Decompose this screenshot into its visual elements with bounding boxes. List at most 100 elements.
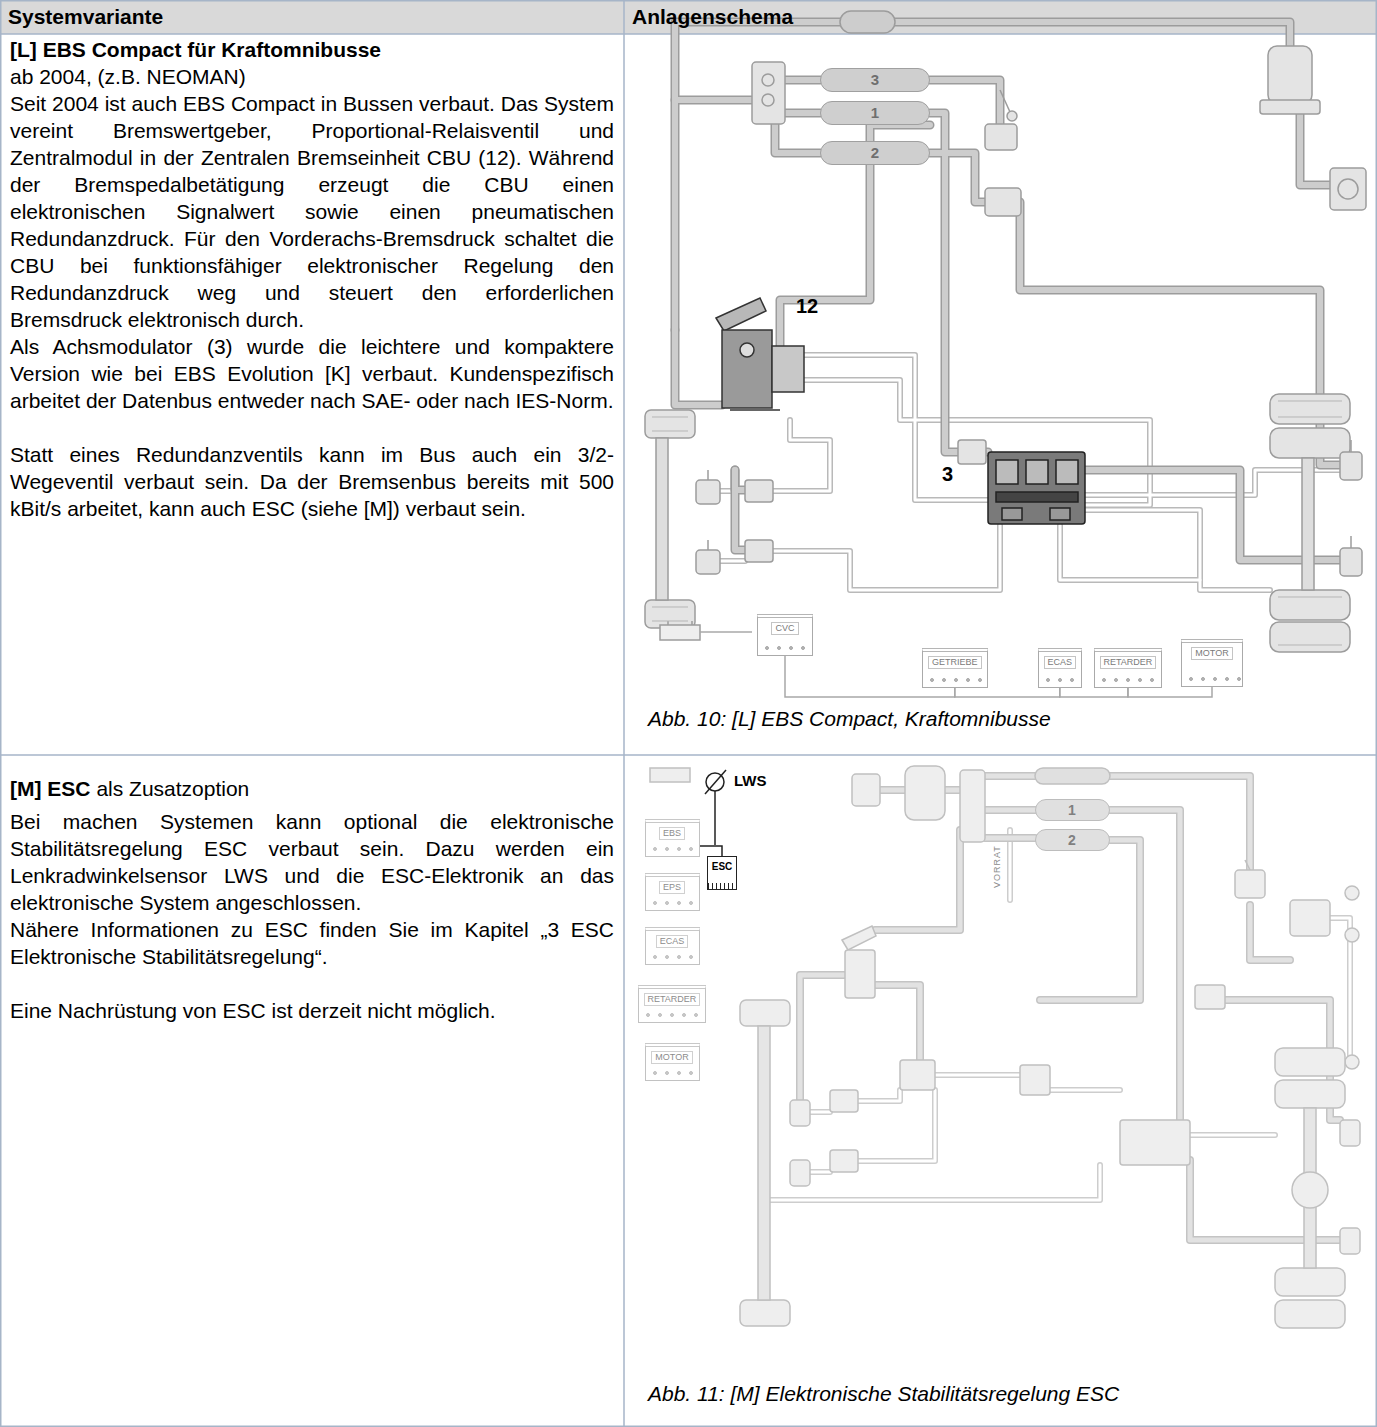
variant-date: ab 2004, (z.B. NEOMAN) — [10, 63, 614, 90]
component — [740, 1000, 790, 1026]
control-unit: CVC — [757, 614, 813, 656]
component — [745, 540, 773, 562]
component — [1302, 458, 1314, 590]
component — [1035, 768, 1110, 784]
bus-connector — [1060, 688, 1128, 697]
component — [650, 766, 1360, 1328]
component — [1275, 1080, 1345, 1108]
component — [1350, 536, 1352, 548]
sensor-wire — [714, 791, 716, 845]
component — [1260, 100, 1320, 114]
central-brake-unit — [772, 346, 804, 392]
component — [1330, 168, 1366, 210]
central-brake-unit — [716, 298, 766, 331]
control-unit: MOTOR — [645, 1043, 700, 1081]
component — [1270, 428, 1350, 458]
central-brake-unit — [730, 409, 780, 411]
component — [1275, 1268, 1345, 1296]
air-line — [800, 776, 1340, 1240]
component — [900, 1060, 935, 1090]
control-unit: RETARDER — [1094, 648, 1163, 688]
component — [790, 1100, 810, 1126]
box-label: MOTOR — [651, 1051, 692, 1064]
component — [645, 410, 695, 438]
pattern-stripes — [652, 607, 688, 608]
body-paragraph: Statt eines Redundanzventils kann im Bus… — [10, 441, 614, 522]
callout-number: 12 — [796, 294, 818, 318]
pattern-stripes — [1278, 401, 1342, 402]
reservoir: 1 — [1035, 799, 1110, 821]
box-label: ESC — [712, 861, 733, 873]
component — [1340, 452, 1362, 480]
component — [650, 768, 690, 782]
bus-wire — [700, 631, 752, 633]
bus-connector — [955, 688, 1060, 697]
variant-heading: [L] EBS Compact für Kraftomnibusse — [10, 36, 614, 63]
component — [745, 480, 773, 502]
component — [696, 480, 720, 504]
component — [1120, 1120, 1190, 1165]
component — [1268, 46, 1312, 104]
component — [740, 1300, 790, 1326]
component — [845, 950, 875, 998]
air-line — [770, 830, 1350, 1200]
air-line — [770, 830, 1350, 1200]
component — [752, 62, 785, 124]
schematic-abb10 — [645, 11, 1366, 652]
component — [660, 625, 700, 640]
box-label: CVC — [771, 622, 798, 635]
component — [762, 94, 774, 106]
table-grid — [0, 0, 1377, 34]
component — [691, 621, 693, 625]
air-line — [800, 776, 1340, 1240]
component — [707, 470, 709, 480]
axle-modulator — [1050, 508, 1070, 520]
axle-modulator — [1002, 508, 1022, 520]
control-unit: MOTOR — [1181, 639, 1243, 687]
component — [1007, 111, 1017, 121]
box-label: ECAS — [656, 935, 689, 948]
pattern-stripes — [1278, 597, 1342, 598]
body-paragraph: Als Achsmodulator (3) wurde die leichter… — [10, 333, 614, 414]
sensor-label: LWS — [734, 772, 767, 790]
component — [1292, 1172, 1328, 1208]
component — [960, 770, 985, 842]
reservoir: 3 — [820, 68, 930, 92]
pattern-stripes — [652, 621, 688, 622]
box-label: 2 — [871, 144, 879, 162]
schematic-abb11 — [650, 766, 1360, 1328]
component — [905, 766, 945, 820]
component — [1020, 1065, 1050, 1095]
component — [1340, 548, 1362, 576]
component — [1275, 1300, 1345, 1328]
component — [758, 1026, 770, 1300]
component — [1275, 1048, 1345, 1076]
pattern-stripes — [1278, 417, 1342, 418]
component — [1345, 928, 1359, 942]
component — [1000, 90, 1010, 112]
box-label: 1 — [1068, 802, 1076, 818]
component — [707, 540, 709, 550]
table-grid — [0, 754, 1377, 756]
sensor-wire — [705, 770, 726, 845]
box-label: 2 — [1068, 832, 1076, 848]
air-line — [720, 355, 1340, 590]
component — [1350, 440, 1352, 452]
bus-connector — [1128, 687, 1212, 697]
box-label: EPS — [659, 881, 685, 894]
central-brake-unit — [740, 343, 754, 357]
box-label: MOTOR — [1191, 647, 1232, 660]
component — [1270, 622, 1350, 652]
component — [985, 188, 1021, 216]
component — [840, 11, 895, 33]
body-paragraph: Eine Nachrüstung von ESC ist derzeit nic… — [10, 997, 614, 1024]
central-brake-unit — [722, 330, 772, 408]
air-line — [675, 22, 1340, 560]
box-label: 3 — [871, 71, 879, 89]
axle-modulator — [996, 492, 1078, 502]
bus-wire — [700, 631, 752, 633]
